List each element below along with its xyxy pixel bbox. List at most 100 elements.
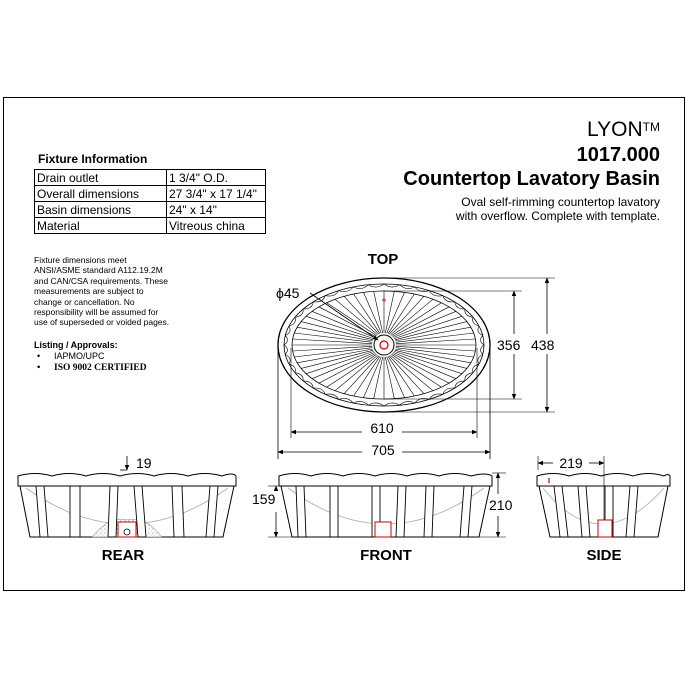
description-line: with overflow. Complete with template. bbox=[455, 209, 660, 223]
flute-line bbox=[392, 306, 450, 337]
flute-line bbox=[387, 356, 415, 397]
listings-heading: Listing / Approvals: bbox=[34, 340, 118, 350]
rim-scallop bbox=[399, 284, 416, 289]
rim-scallop bbox=[429, 290, 443, 297]
flute-line bbox=[311, 311, 375, 338]
basin-flutes bbox=[283, 283, 485, 407]
dim-basin-length: 610 bbox=[370, 420, 394, 436]
rim-scallop bbox=[368, 402, 385, 407]
flute-line bbox=[388, 296, 425, 335]
description-line: Oval self-rimming countertop lavatory bbox=[461, 195, 660, 209]
rear-rim bbox=[17, 473, 237, 487]
fixture-value: 24" x 14" bbox=[166, 201, 266, 218]
dim-overall-length: 705 bbox=[371, 442, 395, 458]
listings-list: IAPMO/UPC ISO 9002 CERTIFIED bbox=[34, 350, 147, 374]
flute-line bbox=[292, 346, 373, 352]
fixture-value: Vitreous china bbox=[166, 217, 266, 234]
product-name: LYONTM bbox=[587, 118, 660, 141]
trademark-mark: TM bbox=[642, 120, 660, 134]
rim-scallop bbox=[477, 354, 483, 365]
flute-line bbox=[297, 326, 373, 342]
rear-drain-icon bbox=[117, 521, 137, 538]
dim-drain-diameter: ϕ45 bbox=[276, 285, 300, 301]
rim-scallop bbox=[383, 283, 400, 288]
rim-scallop bbox=[338, 286, 354, 292]
product-description: Oval self-rimming countertop lavatory wi… bbox=[456, 195, 660, 223]
rim-scallop bbox=[429, 393, 443, 400]
dim-basin-width: 356 bbox=[497, 337, 521, 353]
rim-scallop bbox=[303, 301, 314, 310]
rear-flutes bbox=[35, 485, 219, 538]
rear-view: 19 REAR bbox=[17, 455, 237, 564]
fixture-value: 27 3/4" x 17 1/4" bbox=[166, 185, 266, 202]
rim-scallop bbox=[480, 335, 485, 346]
rim-scallop bbox=[352, 401, 369, 406]
dim-front-depth: 159 bbox=[252, 491, 276, 507]
flute-line bbox=[394, 316, 462, 339]
side-flutes bbox=[553, 485, 639, 538]
flute-line bbox=[318, 353, 376, 384]
note-line: and CAN/CSA requirements. These bbox=[34, 275, 169, 286]
flute-line bbox=[294, 347, 373, 358]
rim-scallop bbox=[464, 372, 474, 381]
flute-line bbox=[301, 321, 374, 341]
fixture-info-table: Drain outlet 1 3/4" O.D. Overall dimensi… bbox=[34, 169, 266, 234]
flute-line bbox=[395, 347, 474, 358]
rim-scallop bbox=[294, 309, 304, 318]
flute-line bbox=[395, 332, 474, 343]
view-label-front: FRONT bbox=[360, 547, 412, 564]
side-rim bbox=[536, 473, 671, 487]
flute-line bbox=[388, 355, 425, 394]
dim-side-depth: 219 bbox=[559, 455, 583, 471]
view-label-side: SIDE bbox=[586, 547, 621, 564]
note-line: ANSI/ASME standard A112.19.2M bbox=[34, 265, 163, 276]
rim-scallop bbox=[442, 295, 455, 303]
overflow-marker-icon bbox=[382, 298, 386, 303]
rim-scallop bbox=[472, 363, 480, 373]
flute-line bbox=[294, 332, 373, 343]
rim-scallop bbox=[399, 401, 416, 406]
flute-line bbox=[391, 354, 442, 388]
dim-overall-height: 210 bbox=[489, 497, 513, 513]
rim-scallop bbox=[294, 372, 304, 381]
flute-line bbox=[306, 351, 374, 374]
rim-scallop bbox=[454, 301, 465, 310]
rim-scallop bbox=[325, 290, 339, 297]
rim-scallop bbox=[368, 283, 385, 288]
rim-scallop bbox=[338, 398, 354, 404]
front-view: 159 210 FRONT bbox=[252, 472, 513, 564]
rim-scallop bbox=[480, 344, 485, 355]
rim-scallop bbox=[383, 402, 400, 407]
flute-line bbox=[343, 355, 380, 394]
flute-line bbox=[387, 293, 415, 334]
flute-line bbox=[395, 348, 471, 364]
flute-line bbox=[394, 349, 467, 369]
rim-scallop bbox=[464, 309, 474, 318]
flute-line bbox=[385, 356, 395, 399]
dim-rear-offset: 19 bbox=[136, 455, 152, 471]
flute-line bbox=[390, 299, 434, 336]
flute-line bbox=[343, 296, 380, 335]
flute-line bbox=[385, 291, 395, 334]
flute-line bbox=[297, 348, 373, 364]
fixture-value: 1 3/4" O.D. bbox=[166, 169, 266, 186]
list-item: IAPMO/UPC bbox=[34, 350, 147, 362]
note-line: measurements are subject to bbox=[34, 286, 144, 297]
flute-line bbox=[373, 291, 383, 334]
flute-line bbox=[395, 346, 476, 352]
list-item: ISO 9002 CERTIFIED bbox=[34, 362, 147, 374]
flute-line bbox=[395, 326, 471, 342]
rim-scallop bbox=[303, 380, 314, 389]
front-bowl-hidden-line bbox=[287, 487, 485, 525]
flute-line bbox=[306, 316, 374, 339]
flute-line bbox=[386, 356, 405, 398]
rim-scallop bbox=[325, 393, 339, 400]
flute-line bbox=[353, 356, 381, 397]
rear-bowl-hidden-line bbox=[25, 487, 229, 525]
rim-scallop bbox=[352, 284, 369, 289]
flute-line bbox=[390, 354, 434, 391]
flute-line bbox=[326, 302, 377, 336]
compliance-note: Fixture dimensions meet ANSI/ASME standa… bbox=[34, 255, 194, 328]
flute-line bbox=[373, 356, 383, 399]
